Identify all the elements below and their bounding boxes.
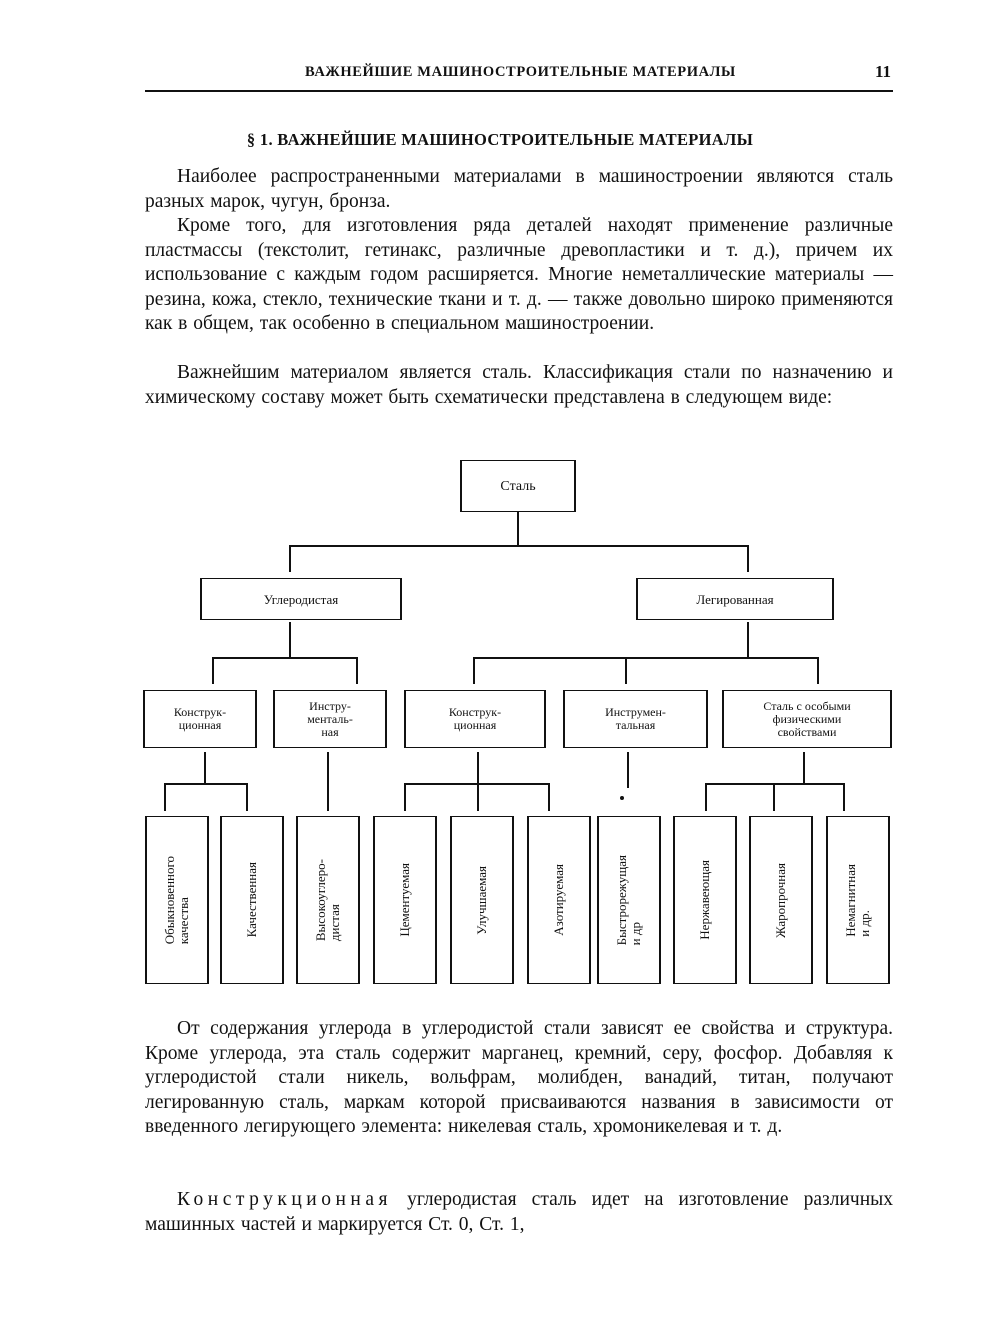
paragraph-2: Кроме того, для изготовления ряда детале… <box>145 215 893 334</box>
label-line: Немагнитная <box>843 863 858 937</box>
label-line: Качественная <box>244 862 259 938</box>
connector <box>773 783 775 811</box>
leaf-high-speed: Быстрорежущая и др <box>597 816 661 984</box>
leaf-nitrided: Азотируемая <box>527 816 591 984</box>
label-line: Инструмен- <box>605 705 666 719</box>
connector <box>625 657 627 684</box>
connector <box>705 783 845 785</box>
spaced-term: Конструкционная <box>177 1189 392 1210</box>
connector <box>204 752 206 784</box>
page-number: 11 <box>874 62 891 81</box>
connector <box>803 752 805 784</box>
connector <box>705 783 707 811</box>
alloy-structural-box: Конструк- ционная <box>404 690 546 748</box>
connector <box>747 622 749 658</box>
label-line: ционная <box>178 718 222 732</box>
leaf-improved: Улучшаемая <box>450 816 514 984</box>
label-line: Азотируемая <box>551 864 566 936</box>
label-line: Цементуемая <box>397 863 412 937</box>
label-line: Сталь с особыми <box>763 698 851 713</box>
label-line: Конструк- <box>448 705 502 719</box>
connector <box>473 657 475 684</box>
alloy-steel-box: Легированная <box>636 578 834 620</box>
connector <box>289 545 749 547</box>
connector <box>517 512 519 545</box>
alloy-steel-label: Легированная <box>696 591 774 607</box>
paragraph-4: От содержания углерода в углеродистой ст… <box>145 1018 893 1137</box>
connector <box>817 657 819 684</box>
label-line: Нержавеющая <box>697 860 712 940</box>
connector <box>356 657 358 684</box>
section-heading: § 1. ВАЖНЕЙШИЕ МАШИНОСТРОИТЕЛЬНЫЕ МАТЕРИ… <box>246 130 754 149</box>
label-line: свойствами <box>777 724 837 739</box>
label-line: Улучшаемая <box>474 865 489 935</box>
running-title: ВАЖНЕЙШИЕ МАШИНОСТРОИТЕЛЬНЫЕ МАТЕРИАЛЫ <box>305 64 736 80</box>
connector <box>327 752 329 811</box>
label-line: ционная <box>453 718 497 732</box>
label-line: качества <box>176 896 191 945</box>
connector <box>404 783 406 811</box>
carbon-structural-box: Конструк- ционная <box>143 690 257 748</box>
connector-dot <box>620 796 624 800</box>
leaf-nonmagnetic: Немагнитная и др. <box>826 816 890 984</box>
connector <box>212 657 214 684</box>
connector <box>548 783 550 811</box>
running-header: ВАЖНЕЙШИЕ МАШИНОСТРОИТЕЛЬНЫЕ МАТЕРИАЛЫ 1… <box>145 62 893 92</box>
carbon-steel-box: Углеродистая <box>200 578 402 620</box>
label-line: Жаропрочная <box>773 862 788 938</box>
connector <box>477 783 479 811</box>
label-line: Быстрорежущая <box>614 854 629 946</box>
connector <box>289 545 291 572</box>
connector <box>164 783 166 811</box>
leaf-quality: Качественная <box>220 816 284 984</box>
paragraph-1: Наиболее распространенными материалами в… <box>145 166 893 212</box>
leaf-stainless: Нержавеющая <box>673 816 737 984</box>
connector <box>212 657 358 659</box>
label-line: и др. <box>857 909 872 937</box>
paragraph-5: Конструкционная углеродистая сталь идет … <box>145 1188 893 1237</box>
connector <box>473 657 819 659</box>
label-line: физическими <box>772 711 842 726</box>
paragraph-5-rest: углеродистая сталь идет на изго­товление… <box>145 1189 893 1235</box>
paragraph-3: Важнейшим материалом является сталь. Кла… <box>145 362 893 408</box>
connector <box>747 545 749 572</box>
label-line: менталь- <box>307 711 353 726</box>
label-line: Высокоуглеро- <box>313 858 328 942</box>
connector <box>477 752 479 784</box>
label-line: Обыкновенного <box>162 855 177 945</box>
connector <box>627 752 629 788</box>
leaf-high-carbon: Высокоуглеро- дистая <box>296 816 360 984</box>
connector <box>289 622 291 658</box>
label-line: тальная <box>615 718 656 732</box>
alloy-special-box: Сталь с особыми физическими свойствами <box>722 690 892 748</box>
leaf-case-hardened: Цементуемая <box>373 816 437 984</box>
root-label: Сталь <box>500 478 536 494</box>
label-line: Конструк- <box>173 705 227 719</box>
root-box-steel: Сталь <box>460 460 576 512</box>
label-line: Инстру- <box>309 698 351 713</box>
connector <box>164 783 248 785</box>
carbon-tool-box: Инстру- менталь- ная <box>273 690 387 748</box>
alloy-tool-box: Инструмен- тальная <box>563 690 708 748</box>
connector <box>843 783 845 811</box>
label-line: дистая <box>327 904 342 942</box>
label-line: ная <box>321 724 339 739</box>
carbon-steel-label: Углеродистая <box>263 591 339 607</box>
label-line: и др <box>628 921 643 946</box>
leaf-heat-resistant: Жаропрочная <box>749 816 813 984</box>
leaf-ordinary-quality: Обыкновенного качества <box>145 816 209 984</box>
connector <box>246 783 248 811</box>
